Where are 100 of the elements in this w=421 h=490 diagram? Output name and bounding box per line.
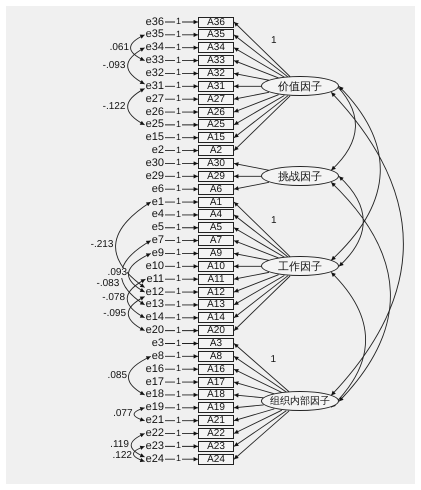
arrow [234,227,285,258]
arrow [164,367,198,372]
arrow [234,34,288,78]
indicator-box: A36 [198,16,234,28]
arrow [234,264,262,269]
arrow [234,174,262,179]
arrow [164,302,198,308]
indicator-box: A11 [198,274,234,285]
arrow [164,418,198,423]
arrow [234,202,291,258]
indicator-box: A27 [198,94,234,105]
indicator-box: A17 [198,376,234,388]
indicator-box: A9 [198,248,234,259]
double-headed-arrow [330,92,404,396]
error-term: e13 [146,299,164,310]
indicator-box: A23 [198,440,234,452]
edge-label: 1 [175,274,182,284]
arrow [164,444,198,449]
arrow [234,162,270,171]
arrow [164,122,198,128]
error-term: e16 [146,364,164,375]
double-headed-arrow [127,88,146,126]
arrow [164,380,198,384]
indicator-box: A19 [198,402,234,414]
error-term: e12 [146,286,164,298]
error-term: e14 [146,312,164,324]
indicator-box: A30 [198,158,234,169]
arrow [164,276,198,282]
error-term: e34 [146,42,164,54]
arrow [164,264,198,269]
double-headed-arrow [128,296,146,332]
arrow [164,238,198,243]
edge-label: 1 [175,454,182,464]
error-term: e15 [146,132,164,144]
arrow [234,72,270,81]
arrow [234,92,270,100]
edge-label: 1 [175,107,182,116]
arrow [164,136,198,140]
double-headed-arrow [330,272,366,408]
indicator-box: A1 [198,196,234,208]
edge-label: 1 [175,68,182,78]
error-term: e25 [146,119,164,130]
arrow [164,341,198,346]
indicator-box: A20 [198,325,234,336]
arrow [234,272,270,280]
indicator-box: A29 [198,170,234,182]
arrow [164,110,198,114]
edge-label: -.078 [102,293,126,304]
arrow [234,275,288,318]
arrow [164,328,198,333]
error-term: e19 [146,402,164,414]
indicator-box: A18 [198,389,234,400]
edge-label: 1 [175,158,182,168]
arrow [234,408,275,422]
arrow [164,58,198,63]
indicator-box: A5 [198,222,234,234]
indicator-box: A31 [198,80,234,92]
arrow [164,148,198,153]
edge-label: 1 [175,171,182,180]
arrow [234,84,262,88]
arrow [164,71,198,76]
error-term: e5 [152,222,164,234]
arrow [234,275,285,306]
double-headed-arrow [126,278,146,318]
indicator-box: A24 [198,454,234,465]
error-term: e18 [146,389,164,400]
arrow [164,251,198,256]
error-term: e9 [152,248,164,259]
double-headed-arrow [330,86,381,261]
arrow [164,290,198,294]
arrow [234,182,270,190]
arrow [234,356,287,392]
indicator-box: A13 [198,299,234,310]
edge-label: 1 [270,354,276,365]
edge-label: .077 [113,409,133,420]
indicator-box: A25 [198,119,234,130]
error-term: e31 [146,80,164,92]
double-headed-arrow [130,433,146,458]
error-term: e11 [146,274,164,285]
arrow [164,406,198,410]
edge-label: 1 [175,351,182,360]
indicator-box: A15 [198,132,234,144]
arrow [234,94,279,112]
indicator-box: A33 [198,55,234,66]
double-headed-arrow [128,356,152,396]
edge-label: 1 [175,81,182,90]
edge-label: 1 [175,441,182,450]
edge-label: 1 [175,364,182,374]
error-term: e20 [146,325,164,336]
arrow [164,392,198,398]
indicator-box: A22 [198,428,234,440]
error-term: e32 [146,68,164,79]
arrow [164,20,198,24]
arrow [234,368,282,393]
double-headed-arrow [127,47,146,84]
arrow [234,393,264,398]
edge-label: 1 [175,248,182,258]
edge-label: 1 [175,197,182,206]
double-headed-arrow [133,446,146,462]
indicator-box: A16 [198,364,234,375]
